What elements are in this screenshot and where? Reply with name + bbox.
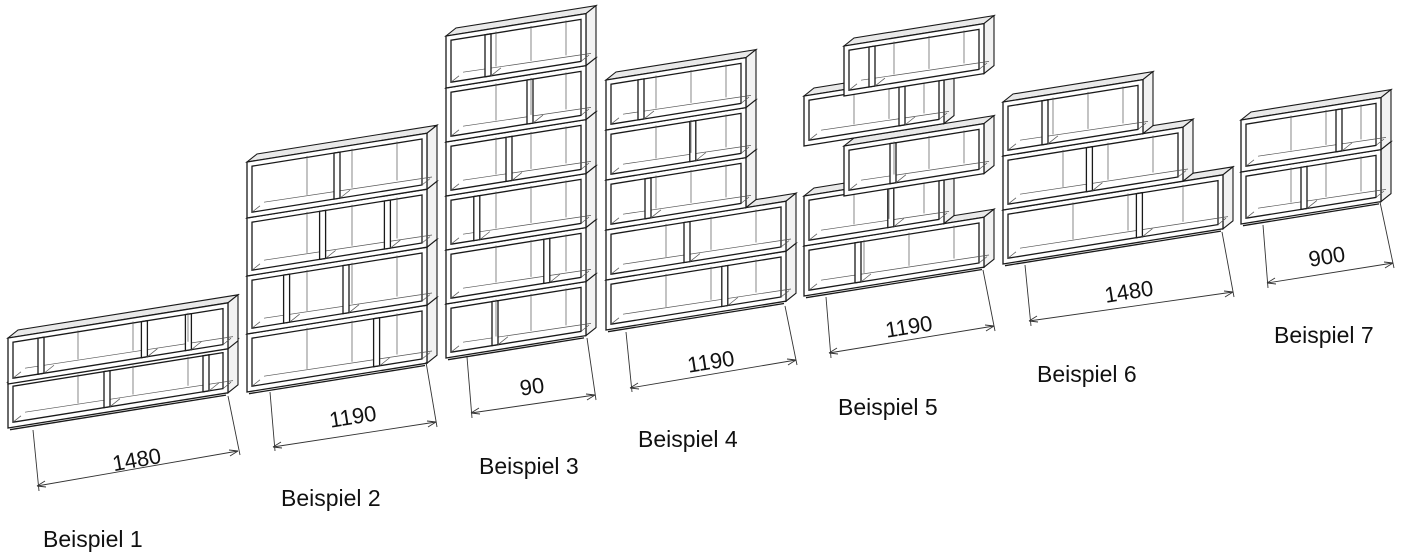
shelf-base: [1004, 230, 1222, 267]
shelf-example-1: [6, 293, 240, 431]
shelf-example-5: [802, 14, 996, 299]
shelf-compartment: [842, 14, 996, 97]
caption-example-2: Beispiel 2: [281, 485, 381, 511]
dimension-label-4: 1190: [686, 346, 737, 378]
dimension-line-7: 900: [1262, 201, 1395, 289]
shelf-compartment: [245, 124, 439, 219]
caption-example-6: Beispiel 6: [1037, 361, 1137, 387]
shelf-base: [805, 268, 983, 299]
shelf-compartment: [604, 48, 758, 131]
shelf-base: [447, 337, 585, 361]
shelf-example-7: [1239, 88, 1393, 227]
shelf-base: [1242, 203, 1380, 227]
shelf-example-6: [1001, 70, 1235, 267]
shelf-compartment: [842, 114, 996, 197]
dimension-label-6: 1480: [1103, 275, 1155, 307]
shelf-compartment: [444, 4, 598, 89]
caption-example-7: Beispiel 7: [1274, 322, 1374, 348]
dimension-label-1: 1480: [110, 443, 163, 476]
dimension-line-5: 1190: [825, 269, 996, 359]
dimension-label-5: 1190: [884, 311, 935, 343]
shelf-base: [9, 394, 227, 431]
dimension-label-3: 90: [518, 372, 546, 400]
shelf-compartment: [1239, 88, 1393, 173]
caption-example-4: Beispiel 4: [638, 426, 738, 452]
caption-example-5: Beispiel 5: [838, 394, 938, 420]
shelf-example-2: [245, 124, 439, 395]
shelf-example-3: [444, 4, 598, 361]
caption-example-1: Beispiel 1: [43, 526, 143, 552]
shelf-compartment: [1001, 70, 1155, 157]
dimension-line-3: 90: [466, 337, 597, 419]
dimension-line-2: 1190: [269, 361, 438, 452]
shelf-compartment: [6, 293, 240, 385]
shelf-base: [248, 364, 426, 395]
caption-example-3: Beispiel 3: [479, 453, 579, 479]
shelf-example-4: [604, 48, 798, 333]
dimension-label-2: 1190: [328, 401, 379, 433]
shelf-base: [607, 302, 785, 333]
dimension-label-7: 900: [1307, 241, 1347, 271]
